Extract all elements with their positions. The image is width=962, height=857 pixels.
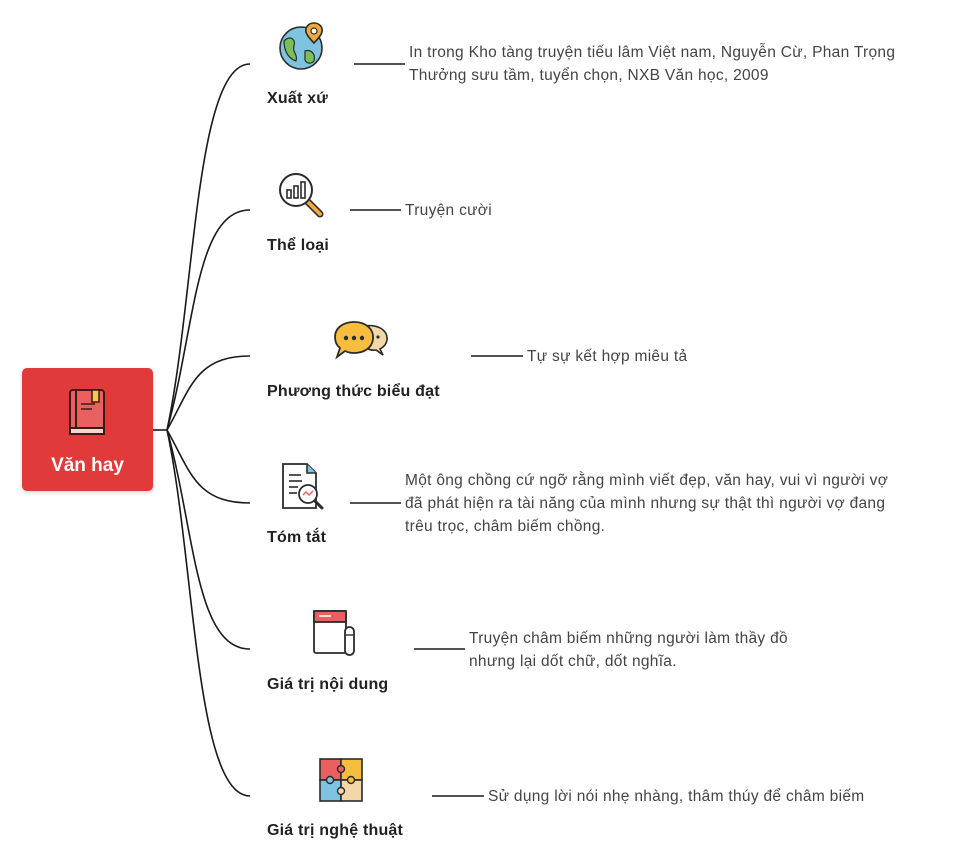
globe-location-icon xyxy=(279,22,323,70)
document-search-icon xyxy=(282,463,324,510)
connector-gia-tri-nghe-thuat xyxy=(166,429,251,797)
puzzle-icon xyxy=(319,758,363,802)
branch-label-tom-tat[interactable]: Tóm tắt xyxy=(267,529,327,546)
leaf-text-the-loai: Truyện cười xyxy=(405,202,493,219)
root-title: Văn hay xyxy=(51,455,124,476)
magnifier-chart-icon xyxy=(279,173,324,218)
connector-xuat-xu xyxy=(166,63,251,431)
leaf-text-xuat-xu: In trong Kho tàng truyện tiếu lâm Việt n… xyxy=(409,44,896,84)
connector-the-loai xyxy=(166,209,251,431)
leaf-text-gia-tri-nghe-thuat: Sử dụng lời nói nhẹ nhàng, thâm thúy để … xyxy=(488,788,865,805)
speech-bubbles-icon xyxy=(334,321,388,360)
book-icon xyxy=(69,389,105,435)
branch-label-xuat-xu[interactable]: Xuất xứ xyxy=(267,90,329,107)
leaf-text-phuong-thuc-bieu-dat: Tự sự kết hợp miêu tả xyxy=(527,348,688,365)
branch-label-gia-tri-noi-dung[interactable]: Giá trị nội dung xyxy=(267,676,389,693)
connector-tom-tat xyxy=(166,429,251,504)
branch-label-gia-tri-nghe-thuat[interactable]: Giá trị nghệ thuật xyxy=(267,822,404,839)
root-node[interactable]: Văn hay xyxy=(22,368,153,491)
leaf-text-tom-tat: Một ông chồng cứ ngỡ rằng mình viết đẹp,… xyxy=(405,472,889,535)
leaf-text-gia-tri-noi-dung: Truyện châm biếm những người làm thầy đồ… xyxy=(469,630,788,670)
connector-gia-tri-noi-dung xyxy=(166,429,251,650)
notebook-icon xyxy=(313,610,355,656)
branch-label-phuong-thuc-bieu-dat[interactable]: Phương thức biểu đạt xyxy=(267,383,440,400)
connector-phuong-thuc xyxy=(166,355,251,431)
branch-label-the-loai[interactable]: Thể loại xyxy=(267,237,330,254)
